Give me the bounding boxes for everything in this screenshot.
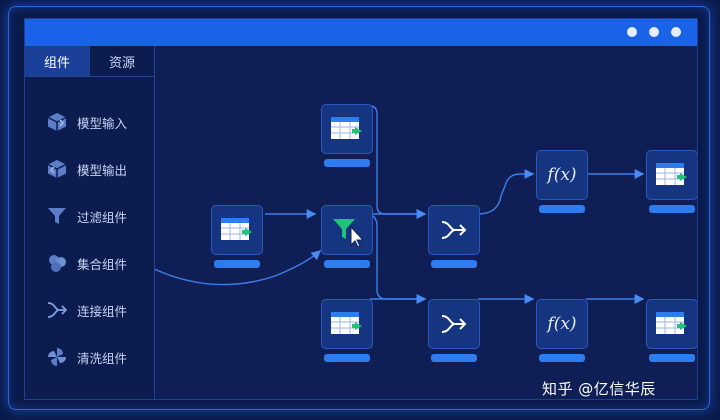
table-input-top-node[interactable]: [321, 104, 373, 154]
node-caption-bar: [539, 354, 585, 362]
sidebar-item-filter[interactable]: 过滤组件: [25, 196, 155, 236]
window-dot-icon[interactable]: [649, 27, 659, 37]
node-caption-bar: [431, 260, 477, 268]
node-caption-bar: [324, 354, 370, 362]
component-sidebar: 组件 资源 模型输入 模型输出 过滤组件 集合组件: [25, 46, 155, 399]
table-input-bottom-node[interactable]: [321, 299, 373, 349]
sidebar-item-label: 集合组件: [77, 256, 128, 272]
watermark: 知乎 @亿信华辰: [542, 380, 656, 398]
filter-icon: [45, 204, 69, 228]
join-node-top[interactable]: [428, 205, 480, 255]
sidebar-item-label: 模型输出: [77, 162, 128, 178]
node-caption-bar: [431, 354, 477, 362]
function-label: f(x): [547, 314, 577, 334]
title-bar: [25, 19, 697, 46]
filter-node[interactable]: [321, 205, 373, 255]
node-caption-bar: [539, 205, 585, 213]
node-caption-bar: [324, 260, 370, 268]
node-caption-bar: [649, 205, 695, 213]
sidebar-item-model-input[interactable]: 模型输入: [25, 102, 155, 142]
table-input-left-node[interactable]: [211, 205, 263, 255]
sidebar-item-label: 连接组件: [77, 303, 128, 319]
sidebar-item-label: 模型输入: [77, 115, 128, 131]
sidebar-item-collection[interactable]: 集合组件: [25, 243, 155, 283]
merge-arrow-icon: [441, 315, 467, 333]
table-icon: [331, 117, 362, 139]
table-icon: [221, 218, 252, 240]
filter-icon: [333, 219, 365, 247]
cube-output-icon: [45, 157, 69, 181]
node-caption-bar: [649, 354, 695, 362]
sidebar-item-cleanse[interactable]: 清洗组件: [25, 337, 155, 377]
flow-canvas[interactable]: f(x) f(x): [155, 46, 697, 399]
app-window: 组件 资源 模型输入 模型输出 过滤组件 集合组件: [24, 18, 698, 400]
sidebar-item-label: 过滤组件: [77, 209, 128, 225]
node-caption-bar: [214, 260, 260, 268]
merge-arrow-icon: [441, 221, 467, 239]
function-node-top[interactable]: f(x): [536, 150, 588, 200]
tab-components[interactable]: 组件: [25, 46, 89, 76]
pinwheel-icon: [45, 345, 69, 369]
table-output-top-node[interactable]: [646, 150, 697, 200]
sidebar-item-join[interactable]: 连接组件: [25, 290, 155, 330]
sidebar-item-model-output[interactable]: 模型输出: [25, 149, 155, 189]
table-icon: [656, 312, 687, 334]
merge-arrow-icon: [45, 298, 69, 322]
table-icon: [331, 312, 362, 334]
cube-input-icon: [45, 110, 69, 134]
function-node-bottom[interactable]: f(x): [536, 299, 588, 349]
window-dot-icon[interactable]: [671, 27, 681, 37]
window-dot-icon[interactable]: [627, 27, 637, 37]
function-label: f(x): [547, 165, 577, 185]
outer-glow-frame: [8, 6, 710, 410]
table-output-bottom-node[interactable]: [646, 299, 697, 349]
tab-resources[interactable]: 资源: [89, 46, 154, 76]
table-icon: [656, 163, 687, 185]
node-caption-bar: [324, 159, 370, 167]
sidebar-tabs: 组件 资源: [25, 46, 154, 77]
sidebar-item-label: 清洗组件: [77, 350, 128, 366]
join-node-bottom[interactable]: [428, 299, 480, 349]
connector-lines: [155, 105, 645, 304]
collection-icon: [45, 251, 69, 275]
